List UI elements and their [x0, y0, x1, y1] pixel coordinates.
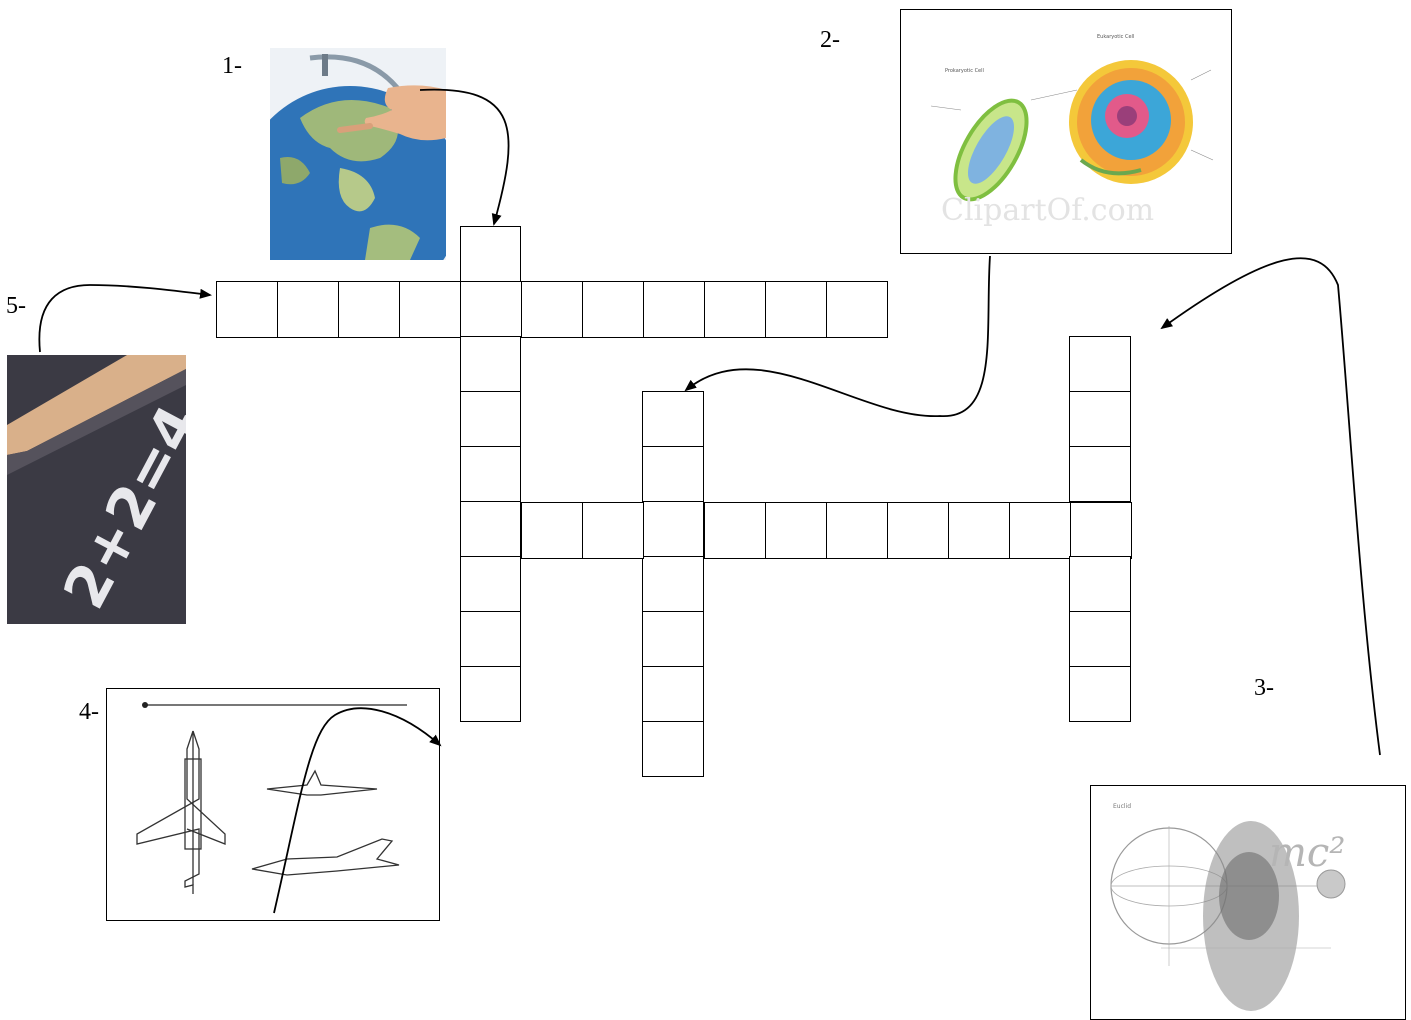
crossword-cell-word-5-11[interactable] — [826, 281, 888, 338]
crossword-cell-word-5-9[interactable] — [704, 281, 766, 338]
crossword-cell-word-1-3[interactable] — [460, 336, 521, 392]
crossword-cell-word-1-8[interactable] — [460, 611, 521, 667]
crossword-cell-word-5-5[interactable] — [460, 281, 522, 338]
crossword-cell-word-5-8[interactable] — [643, 281, 705, 338]
crossword-cell-word-5-10[interactable] — [765, 281, 827, 338]
arrow-clue-5 — [38, 284, 212, 353]
crossword-cell-word-5-2[interactable] — [277, 281, 339, 338]
jet-aircraft-icon — [106, 688, 440, 921]
clue-number-5: 5- — [6, 293, 26, 319]
crossword-cell-word-4-6[interactable] — [765, 502, 827, 559]
crossword-cell-word-2-2[interactable] — [642, 446, 704, 502]
einstein-equation-icon: Euclid mc² — [1090, 785, 1406, 1020]
cell-right-caption: Eukaryotic Cell — [1097, 34, 1134, 40]
crossword-cell-word-3-3[interactable] — [1069, 446, 1131, 502]
crossword-cell-word-1-4[interactable] — [460, 391, 521, 447]
crossword-cell-word-4-5[interactable] — [704, 502, 766, 559]
crossword-cell-word-1-5[interactable] — [460, 446, 521, 502]
crossword-cell-word-4-2[interactable] — [521, 502, 583, 559]
crossword-cell-word-3-6[interactable] — [1069, 611, 1131, 667]
crossword-cell-word-4-9[interactable] — [948, 502, 1010, 559]
crossword-cell-word-3-5[interactable] — [1069, 556, 1131, 612]
crossword-cell-word-1-9[interactable] — [460, 666, 521, 722]
crossword-cell-word-2-5[interactable] — [642, 611, 704, 667]
cell-diagram-icon: Prokaryotic Cell Eukaryotic Cell Clipart… — [900, 9, 1232, 254]
cell-left-caption: Prokaryotic Cell — [945, 68, 984, 74]
crossword-cell-word-5-1[interactable] — [216, 281, 278, 338]
crossword-cell-word-2-7[interactable] — [642, 721, 704, 777]
crossword-cell-word-2-4[interactable] — [642, 556, 704, 612]
crossword-cell-word-1-6[interactable] — [460, 501, 521, 557]
chalkboard-math-icon: 2+2=4 — [7, 355, 186, 624]
crossword-cell-word-1-1[interactable] — [460, 226, 521, 282]
crossword-cell-word-5-4[interactable] — [399, 281, 461, 338]
clue-number-2: 2- — [820, 27, 840, 53]
crossword-cell-word-4-10[interactable] — [1009, 502, 1071, 559]
crossword-cell-word-4-3[interactable] — [582, 502, 644, 559]
crossword-cell-word-5-7[interactable] — [582, 281, 644, 338]
crossword-cell-word-4-11[interactable] — [1070, 502, 1132, 559]
crossword-cell-word-5-6[interactable] — [521, 281, 583, 338]
crossword-cell-word-1-7[interactable] — [460, 556, 521, 612]
crossword-cell-word-2-1[interactable] — [642, 391, 704, 447]
crossword-cell-word-5-3[interactable] — [338, 281, 400, 338]
clue-number-1: 1- — [222, 53, 242, 79]
crossword-cell-word-4-8[interactable] — [887, 502, 949, 559]
globe-icon — [270, 48, 446, 260]
crossword-cell-word-3-7[interactable] — [1069, 666, 1131, 722]
crossword-cell-word-3-2[interactable] — [1069, 391, 1131, 447]
cell-watermark: ClipartOf.com — [941, 193, 1154, 228]
crossword-cell-word-4-7[interactable] — [826, 502, 888, 559]
einstein-formula: mc² — [1269, 830, 1345, 876]
clue-number-3: 3- — [1254, 675, 1274, 701]
crossword-cell-word-3-1[interactable] — [1069, 336, 1131, 392]
clue-number-4: 4- — [79, 699, 99, 725]
crossword-cell-word-2-3[interactable] — [642, 501, 704, 557]
einstein-caption: Euclid — [1113, 803, 1131, 810]
crossword-cell-word-2-6[interactable] — [642, 666, 704, 722]
